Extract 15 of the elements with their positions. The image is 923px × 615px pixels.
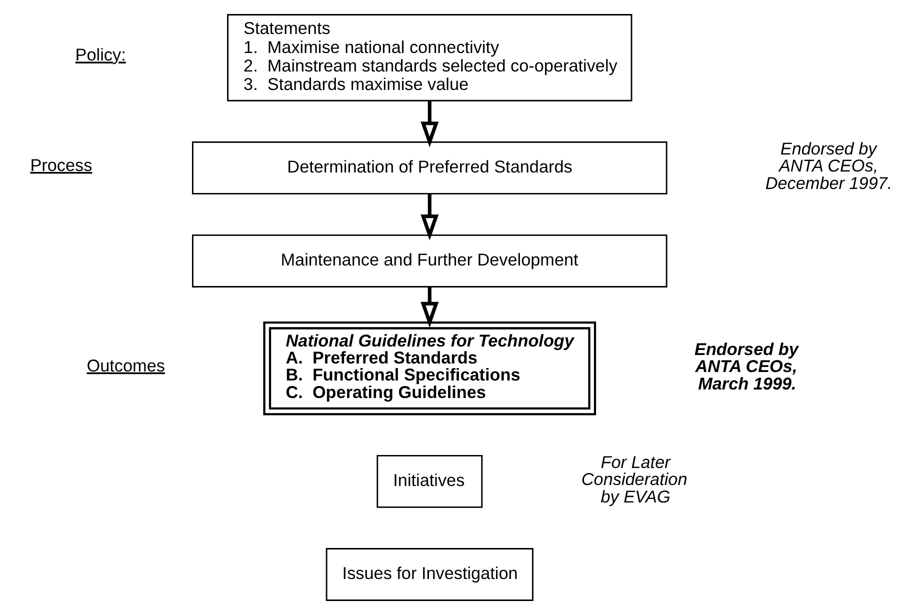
label: Policy: [75, 44, 126, 65]
arrow [420, 287, 439, 328]
arrow [420, 100, 439, 148]
node-box: Maintenance and Further Development [192, 234, 668, 288]
label: Process [30, 154, 92, 175]
label: Outcomes [86, 355, 165, 376]
label: Endorsed by ANTA CEOs, December 1997. [765, 138, 892, 193]
node-box: Initiatives [376, 454, 483, 508]
node-box: National Guidelines for Technology A. Preferred Standards B. Functional Specifications C. Operating Guidelines [263, 321, 596, 416]
arrow [420, 194, 439, 240]
label: For Later Consideration by EVAG [581, 452, 688, 506]
label: Endorsed by ANTA CEOs, March 1999. [694, 338, 798, 394]
node-box: Statements 1. Maximise national connectivity 2. Mainstream standards selected co-operatively 3. Standards maximise value [227, 14, 632, 102]
node-box: Issues for Investigation [326, 548, 534, 601]
node-box: Determination of Preferred Standards [192, 141, 668, 194]
